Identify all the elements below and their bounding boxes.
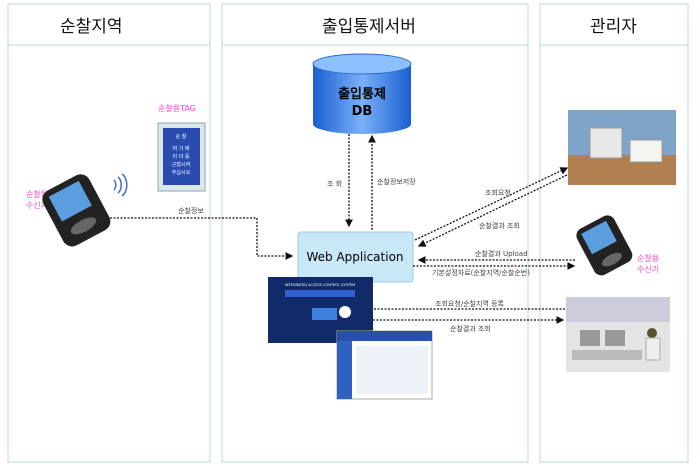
label-query-register: 조회요청/순찰지역 등록	[435, 299, 505, 308]
web-app-label: Web Application	[306, 250, 403, 264]
label-query: 조 회	[327, 180, 342, 188]
label-result-query-2: 순찰결과 조회	[450, 324, 491, 333]
column-title: 관리자	[590, 17, 637, 37]
tag-line: 리 더 를	[173, 153, 190, 160]
column-access-server: 출입통제서버	[221, 3, 529, 463]
column-title: 순찰지역	[60, 17, 123, 37]
column-title: 출입통제서버	[322, 17, 416, 37]
label-result-query: 순찰결과 조회	[479, 221, 520, 230]
tag-line: 주십시오	[172, 169, 191, 176]
label-save-info: 순찰정보저장	[377, 177, 416, 186]
arrow-result-query	[417, 174, 568, 247]
db-label: DB	[352, 104, 373, 119]
label-base-settings: 기본설정자료(순찰지역/순찰순번)	[432, 268, 530, 277]
label-patrol-info: 순찰정보	[178, 206, 204, 215]
patrol-tag-image: 순 찰 여 기 에 리 더 를 근접시켜 주십시오	[157, 122, 206, 192]
admin-workstation-photo	[568, 110, 676, 185]
pda-receiver-left-image	[42, 174, 111, 247]
system-screenshot-list	[336, 330, 433, 400]
tag-line: 근접시켜	[172, 161, 190, 168]
pda-receiver-right-image	[576, 215, 633, 276]
web-application-box: Web Application	[297, 231, 414, 283]
arrow-query-request	[414, 167, 569, 241]
column-admin: 관리자	[539, 3, 689, 463]
control-room-photo	[566, 297, 670, 372]
database-cylinder: 출입통제 DB	[312, 53, 412, 134]
label-result-upload: 순찰결과 Upload	[475, 249, 528, 258]
label-receiver-right: 순찰용	[637, 253, 659, 263]
label-patrol-tag: 순찰용TAG	[158, 103, 196, 113]
screen-title: INTEGRATED ACCESS CONTROL SYSTEM	[285, 283, 355, 287]
flow-arrows	[103, 134, 576, 324]
label-receiver-right: 수신기	[637, 265, 659, 274]
column-patrol-area: 순찰지역	[7, 3, 211, 463]
wireless-signal-icon	[113, 173, 128, 197]
label-receiver-left: 순찰용	[26, 189, 48, 199]
tag-line: 여 기 에	[173, 145, 190, 152]
label-receiver-left: 수신기	[26, 201, 48, 210]
tag-title: 순 찰	[176, 133, 187, 140]
label-query-request: 조회요청	[485, 189, 511, 197]
arrow-patrol-info	[103, 217, 294, 260]
db-label: 출입통제	[338, 86, 386, 102]
